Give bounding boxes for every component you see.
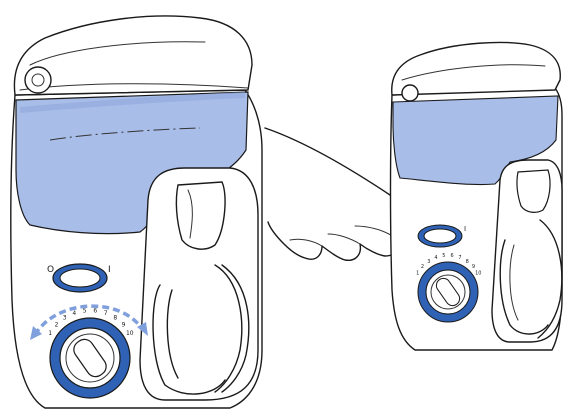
dial-scale-label: 9 bbox=[472, 264, 475, 270]
left-lid-knob bbox=[25, 67, 51, 93]
dial-scale-label: 7 bbox=[104, 310, 108, 317]
dial-scale-label: 3 bbox=[63, 315, 67, 322]
right-switch-on-label: I bbox=[464, 225, 466, 233]
dial-scale-label: 9 bbox=[122, 321, 126, 328]
dial-scale-label: 10 bbox=[126, 330, 134, 337]
dial-scale-label: 2 bbox=[421, 264, 424, 270]
dial-scale-label: 8 bbox=[466, 259, 469, 265]
dial-scale-label: 5 bbox=[442, 253, 445, 259]
left-tip-holder bbox=[176, 182, 225, 249]
dial-scale-label: 6 bbox=[93, 307, 97, 314]
dial-scale-label: 4 bbox=[434, 255, 437, 261]
left-switch-on-label: I bbox=[108, 265, 111, 275]
left-switch-off-label: O bbox=[47, 265, 54, 275]
dial-scale-label: 4 bbox=[72, 310, 76, 317]
dial-scale-label: 3 bbox=[427, 259, 430, 265]
dial-scale-label: 1 bbox=[416, 271, 419, 277]
right-tip-holder bbox=[517, 170, 550, 212]
right-unit-lid bbox=[392, 42, 561, 95]
dial-scale-label: 6 bbox=[451, 253, 454, 259]
dial-scale-label: 2 bbox=[55, 321, 59, 328]
dial-scale-label: 1 bbox=[48, 330, 52, 337]
dial-scale-label: 7 bbox=[458, 255, 461, 261]
dial-scale-label: 10 bbox=[475, 271, 481, 277]
right-lid-knob bbox=[402, 85, 418, 101]
dial-scale-label: 8 bbox=[113, 315, 117, 322]
